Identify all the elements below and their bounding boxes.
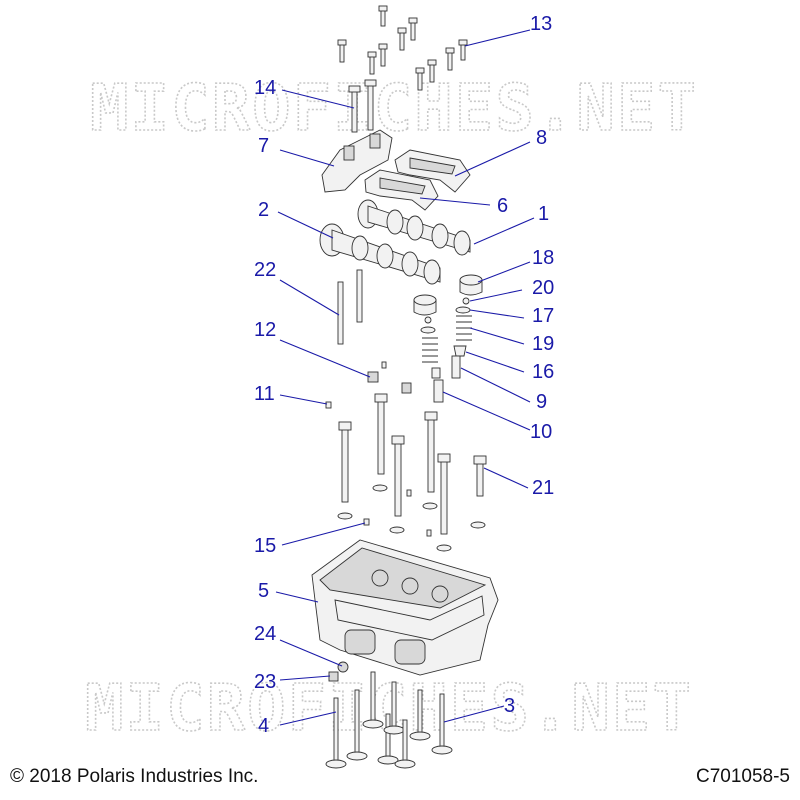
callout-23: 23: [254, 671, 276, 693]
callout-3: 3: [504, 695, 515, 717]
head-bolts-21: [338, 393, 487, 535]
callout-1: 1: [538, 203, 549, 225]
callout-9: 9: [536, 391, 547, 413]
callout-10: 10: [530, 421, 552, 443]
valve-keepers-20: [424, 297, 470, 324]
cam-cap-bolts: [337, 5, 468, 91]
callout-20: 20: [532, 277, 554, 299]
fitting-23: [328, 671, 339, 682]
callout-11: 11: [254, 383, 275, 405]
spring-retainer-17: [420, 306, 471, 334]
diagram-id: C701058-5: [695, 766, 790, 787]
cam-cap-8: [394, 149, 471, 193]
callout-13: 13: [530, 13, 552, 35]
camshaft-1: [357, 199, 471, 256]
leader-lines: [275, 29, 535, 726]
copyright-text: © 2018 Polaris Industries Inc.: [10, 766, 259, 787]
tappet-18: [413, 274, 483, 316]
callout-8: 8: [536, 127, 547, 149]
fitting-24: [337, 661, 349, 673]
valve-guide-10: [431, 367, 444, 403]
dowel-15: [363, 518, 370, 526]
callout-21: 21: [532, 477, 554, 499]
callout-7: 7: [258, 135, 269, 157]
long-bolts: [348, 79, 377, 133]
camshaft-2: [319, 223, 441, 285]
head-studs-22: [337, 269, 363, 345]
callout-4: 4: [258, 715, 269, 737]
washers: [337, 484, 486, 552]
watermark-top: MICROFICHES.NET: [90, 72, 698, 146]
callout-2: 2: [258, 199, 269, 221]
callout-12: 12: [254, 319, 276, 341]
valves: [325, 671, 453, 769]
valve-guide-9: [451, 355, 461, 379]
callout-24: 24: [254, 623, 276, 645]
callout-16: 16: [532, 361, 554, 383]
dowel-12: [367, 361, 412, 394]
cam-cap-6: [364, 169, 439, 211]
callout-15: 15: [254, 535, 276, 557]
cylinder-head-5: [311, 539, 499, 676]
callout-17: 17: [532, 305, 554, 327]
callout-18: 18: [532, 247, 554, 269]
callout-22: 22: [254, 259, 276, 281]
callout-6: 6: [497, 195, 508, 217]
valve-seal-16: [453, 345, 467, 357]
plug-11: [325, 401, 332, 409]
callout-14: 14: [254, 77, 276, 99]
callout-5: 5: [258, 580, 269, 602]
valve-springs-19: [422, 315, 472, 363]
callout-19: 19: [532, 333, 554, 355]
cam-cap-7: [321, 129, 393, 193]
